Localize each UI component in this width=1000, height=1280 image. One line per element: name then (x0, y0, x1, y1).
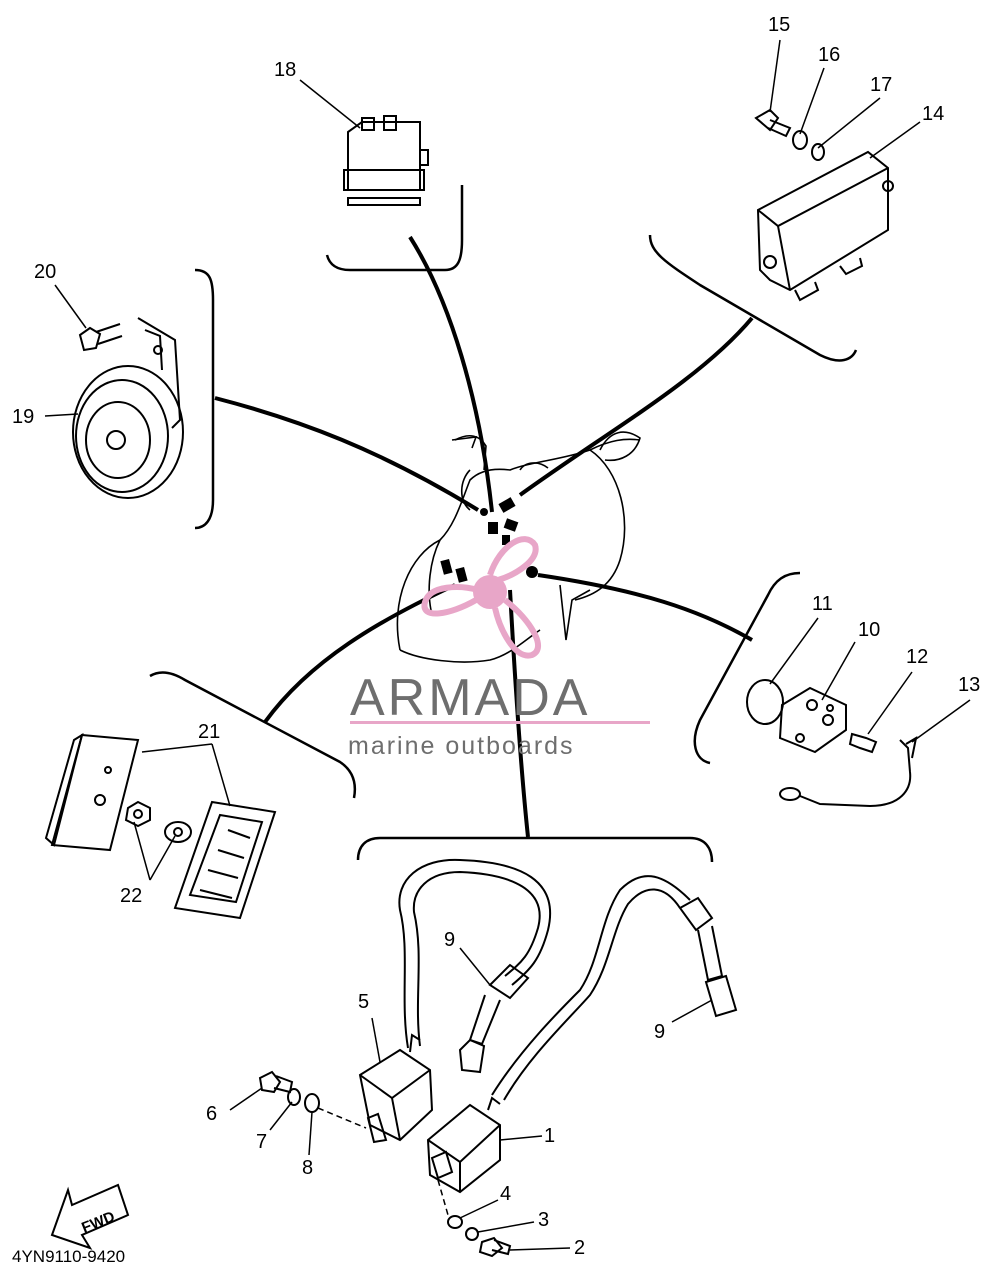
part-label-17: 17 (870, 74, 892, 96)
part-label-8: 8 (302, 1157, 313, 1179)
part-label-4: 4 (500, 1183, 511, 1205)
spark-plug-cap-part-9-left (458, 963, 530, 1074)
part-label-5: 5 (358, 991, 369, 1013)
part-label-10: 10 (858, 619, 880, 641)
reflector-part-21 (173, 800, 277, 920)
motorcycle-frame-silhouette (396, 431, 641, 663)
part-label-14: 14 (922, 103, 944, 125)
watermark-divider (350, 721, 650, 724)
fwd-arrow-icon: FWD (50, 1183, 130, 1250)
part-label-15: 15 (768, 14, 790, 36)
fwd-arrow-label: FWD (79, 1208, 117, 1237)
group-brackets (149, 185, 858, 863)
part-label-1: 1 (544, 1125, 555, 1147)
part-label-7: 7 (256, 1131, 267, 1153)
high-tension-leads (398, 858, 691, 1101)
ignition-coil-part-1 (426, 1096, 501, 1194)
nuts-part-22 (124, 800, 192, 843)
diagram-code: 4YN9110-9420 (12, 1247, 125, 1266)
center-connectors (440, 497, 538, 583)
armada-watermark: ARMADA marine outboards (348, 536, 650, 760)
screw-part-12 (848, 732, 878, 754)
ignition-coil-part-5 (358, 1033, 434, 1144)
spark-plug-cap-part-9-right (678, 896, 738, 1018)
cdi-unit-part-14 (756, 150, 894, 302)
part-label-16: 16 (818, 44, 840, 66)
part-label-13: 13 (958, 674, 980, 696)
part-label-6: 6 (206, 1103, 217, 1125)
screw-washers-15-17 (754, 108, 825, 161)
group-leader-wires (214, 235, 754, 838)
relay-part-18 (343, 115, 429, 206)
part-number-labels: 1 2 3 4 5 6 7 8 9 9 10 11 12 13 14 15 16… (12, 14, 980, 1259)
watermark-brand: ARMADA (350, 669, 590, 727)
part-label-18: 18 (274, 59, 296, 81)
sensor-cover-part-10 (778, 686, 847, 754)
horn-part-19 (72, 317, 184, 499)
part-label-3: 3 (538, 1209, 549, 1231)
part-label-20: 20 (34, 261, 56, 283)
part-label-2: 2 (574, 1237, 585, 1259)
part-label-22: 22 (120, 885, 142, 907)
bolt-washers-2-4 (447, 1215, 512, 1258)
bolt-part-20 (78, 323, 123, 352)
part-label-9-right: 9 (654, 1021, 665, 1043)
part-label-19: 19 (12, 406, 34, 428)
callout-leader-lines (44, 39, 971, 1251)
seal-part-11 (746, 679, 784, 725)
part-label-9-left: 9 (444, 929, 455, 951)
part-label-12: 12 (906, 646, 928, 668)
watermark-tagline: marine outboards (348, 732, 575, 760)
sensor-lead-part-13 (779, 735, 918, 808)
part-label-21: 21 (198, 721, 220, 743)
part-label-11: 11 (812, 593, 833, 615)
propeller-logo-icon (421, 536, 541, 659)
reflector-bracket-part-21 (44, 732, 140, 852)
assembly-dash-lines (317, 1107, 449, 1216)
